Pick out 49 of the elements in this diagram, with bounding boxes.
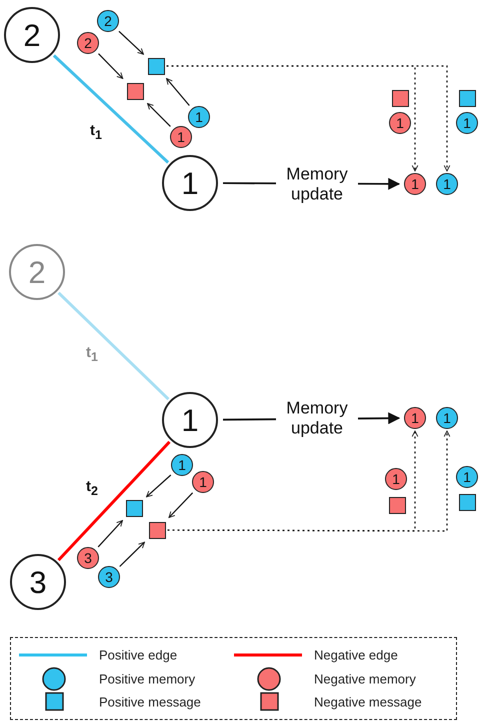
message-square <box>458 494 476 510</box>
graph-node: 2 <box>9 244 65 300</box>
memory-node: 2 <box>77 32 99 54</box>
arrow <box>146 474 172 498</box>
message-square <box>126 500 142 516</box>
legend-label: Positive edge <box>99 647 178 662</box>
memory-node: 1 <box>192 471 214 493</box>
arrow <box>147 103 171 127</box>
arrow <box>118 30 144 55</box>
memory-node: 1 <box>170 126 192 148</box>
memory-node: 3 <box>98 566 120 588</box>
memory-node: 1 <box>171 454 193 476</box>
memory-node: 1 <box>385 468 407 490</box>
edge-label: t$_{1}$ <box>88 122 104 142</box>
legend-label: Negative memory <box>314 671 416 686</box>
graph-node: 1 <box>162 155 218 211</box>
arrow <box>119 542 145 567</box>
legend-label: Negative edge <box>314 647 398 662</box>
arrow <box>98 53 124 79</box>
memory-node: 1 <box>188 106 210 128</box>
memory-node: 3 <box>77 547 99 569</box>
arrow <box>98 520 123 548</box>
graph-node: 1 <box>162 392 218 448</box>
message-square <box>392 90 408 106</box>
legend-label: Negative message <box>314 694 422 709</box>
graph-node: 3 <box>10 554 66 610</box>
graph-edge-line <box>58 292 170 400</box>
memory-node: 1 <box>404 407 426 429</box>
message-square <box>148 58 164 74</box>
edge-label: t$_{1}$ <box>84 344 100 364</box>
message-square <box>148 522 166 538</box>
memory-node: 1 <box>456 112 478 134</box>
arrow <box>168 492 194 518</box>
memory-node: 2 <box>97 10 119 32</box>
memory-node: 1 <box>436 407 458 429</box>
legend-label: Positive message <box>99 694 201 709</box>
arrow <box>166 78 190 106</box>
memory-node: 1 <box>456 466 478 488</box>
legend-label: Positive memory <box>99 671 196 686</box>
message-square <box>126 82 144 100</box>
edge-label: t$_{2}$ <box>84 478 100 498</box>
message-square <box>458 90 476 106</box>
graph-node: 2 <box>4 7 60 63</box>
graph-edge-line <box>57 440 171 562</box>
message-square <box>388 496 406 514</box>
memory-node: 1 <box>404 173 426 195</box>
memory-node: 1 <box>436 173 458 195</box>
memory-node: 1 <box>389 112 411 134</box>
graph-edge-line <box>52 54 170 164</box>
